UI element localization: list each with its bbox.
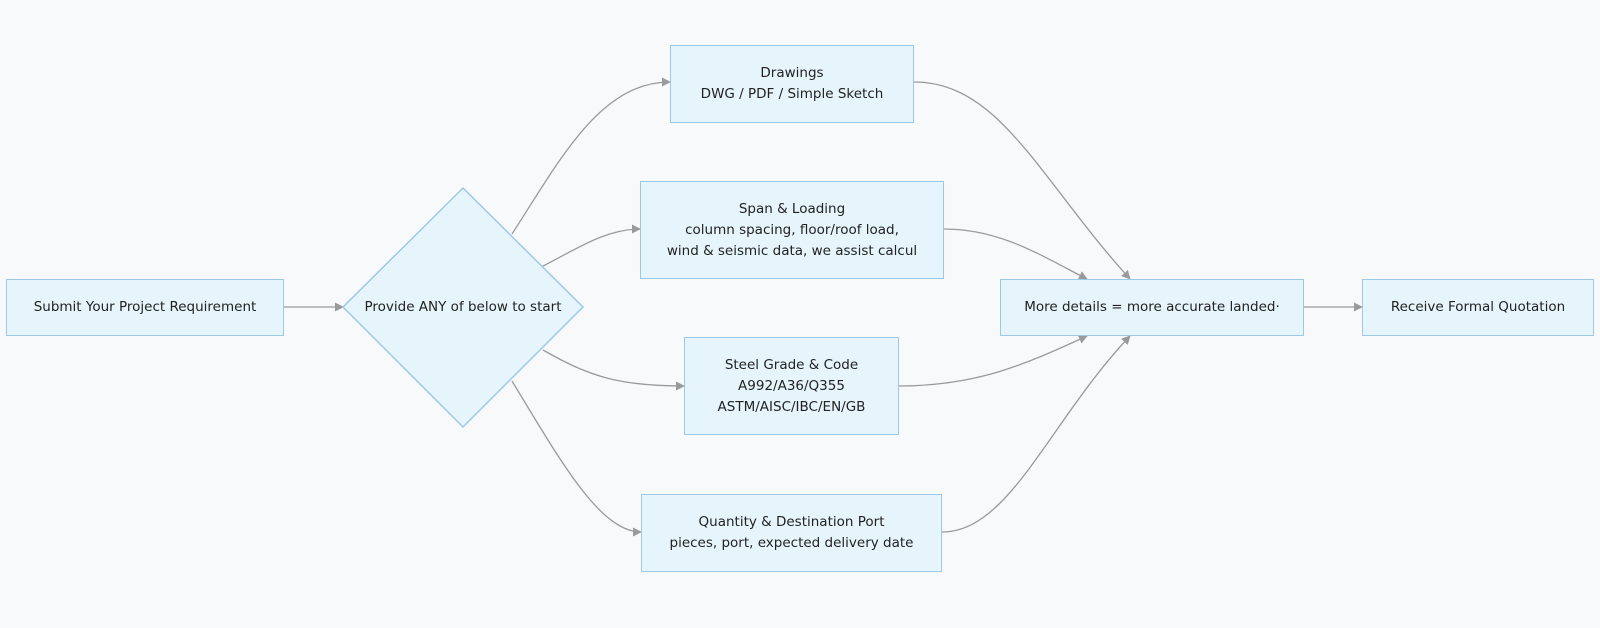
edge-drawings-details: [913, 81, 1131, 280]
node-span-loading-title: Span & Loading: [738, 200, 846, 217]
node-quantity-port: Quantity & Destination Port pieces, port…: [641, 494, 942, 572]
node-submit-requirement-line: Submit Your Project Requirement: [33, 299, 257, 315]
node-quantity-port-detail: pieces, port, expected delivery date: [669, 535, 914, 551]
node-submit-requirement: Submit Your Project Requirement: [6, 279, 284, 336]
edge-provide-quantity: [511, 380, 642, 537]
node-steel-grade-title: Steel Grade & Code: [724, 356, 859, 373]
node-drawings-detail: DWG / PDF / Simple Sketch: [700, 86, 884, 102]
node-quantity-port-title: Quantity & Destination Port: [698, 514, 885, 530]
edge-provide-steel: [542, 349, 685, 391]
node-span-loading: Span & Loading column spacing, floor/roo…: [640, 181, 944, 279]
node-provide-any: Provide ANY of below to start: [343, 287, 583, 327]
node-more-details: More details = more accurate landed·: [1000, 279, 1304, 336]
node-provide-any-line: Provide ANY of below to start: [364, 298, 562, 315]
node-drawings: Drawings DWG / PDF / Simple Sketch: [670, 45, 914, 123]
node-steel-grade-detail-1: A992/A36/Q355: [738, 377, 845, 394]
edge-provide-span: [542, 224, 641, 267]
node-more-details-line: More details = more accurate landed·: [1024, 299, 1280, 315]
node-receive-quotation: Receive Formal Quotation: [1362, 279, 1594, 336]
node-drawings-title: Drawings: [760, 65, 824, 81]
node-receive-quotation-line: Receive Formal Quotation: [1390, 299, 1566, 315]
node-steel-grade: Steel Grade & Code A992/A36/Q355 ASTM/AI…: [684, 337, 899, 435]
edge-provide-drawings: [511, 77, 671, 235]
edge-steel-details: [898, 335, 1088, 387]
edge-span-details: [943, 228, 1088, 280]
decision-diamond: [341, 186, 585, 429]
edge-quantity-details: [941, 335, 1131, 533]
node-span-loading-detail-1: column spacing, floor/roof load,: [685, 221, 899, 238]
node-steel-grade-detail-2: ASTM/AISC/IBC/EN/GB: [717, 398, 866, 415]
node-span-loading-detail-2: wind & seismic data, we assist calcul: [666, 242, 918, 259]
